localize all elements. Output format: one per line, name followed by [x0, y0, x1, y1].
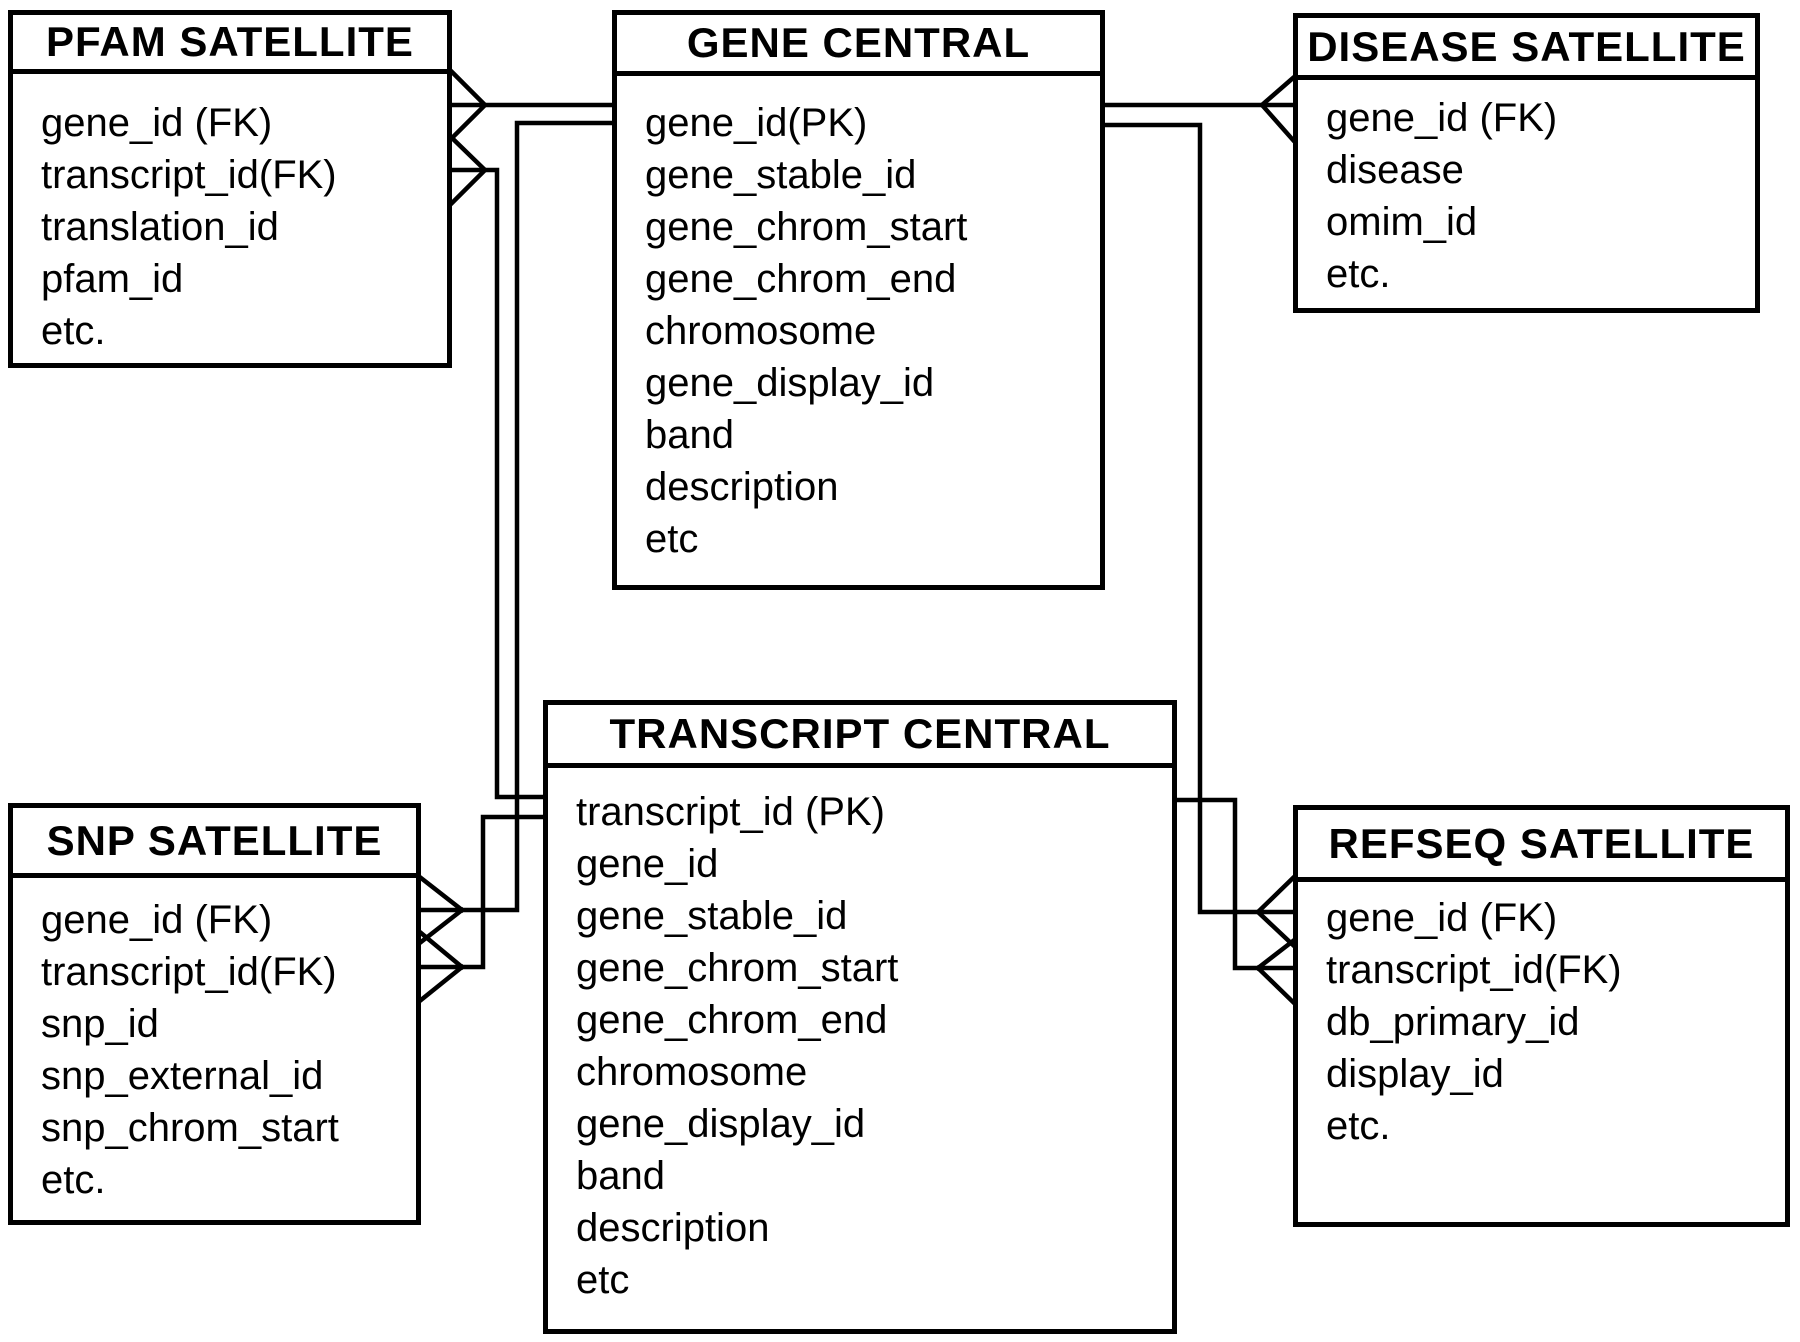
- entity-transcript-central: TRANSCRIPT CENTRAL transcript_id (PK) ge…: [543, 700, 1177, 1334]
- attribute-row: etc: [645, 517, 699, 561]
- crowfoot-many-refseq-gene: [1254, 874, 1297, 949]
- attribute-row: gene_stable_id: [645, 153, 917, 197]
- entity-title-gene: GENE CENTRAL: [617, 15, 1100, 76]
- attribute-row: etc: [576, 1258, 630, 1302]
- attribute-row: band: [576, 1154, 665, 1198]
- attribute-row: description: [645, 465, 839, 509]
- attribute-row: omim_id: [1326, 200, 1478, 244]
- attribute-row: transcript_id(FK): [41, 950, 337, 994]
- entity-attributes-gene: gene_id(PK) gene_stable_id gene_chrom_st…: [617, 76, 1100, 565]
- entity-attributes-snp: gene_id (FK) transcript_id(FK) snp_id sn…: [13, 878, 416, 1206]
- attribute-row: gene_id (FK): [41, 101, 273, 145]
- crowfoot-many-snp-gene: [417, 874, 466, 946]
- attribute-row: band: [645, 413, 734, 457]
- entity-pfam-satellite: PFAM SATELLITE gene_id (FK) transcript_i…: [8, 10, 452, 368]
- attribute-row: snp_external_id: [41, 1054, 324, 1098]
- entity-title-transcript: TRANSCRIPT CENTRAL: [548, 705, 1172, 768]
- connector-transcript-snp: [417, 814, 546, 1004]
- entity-gene-central: GENE CENTRAL gene_id(PK) gene_stable_id …: [612, 10, 1105, 590]
- attribute-row: snp_chrom_start: [41, 1106, 339, 1150]
- connector-gene-disease: [1102, 74, 1297, 144]
- entity-title-snp: SNP SATELLITE: [13, 808, 416, 878]
- attribute-row: description: [576, 1206, 770, 1250]
- attribute-row: etc.: [41, 1158, 106, 1202]
- attribute-row: translation_id: [41, 205, 279, 249]
- attribute-row: etc.: [1326, 1104, 1391, 1148]
- connector-transcript-pfam: [448, 134, 546, 800]
- attribute-row: gene_display_id: [576, 1102, 866, 1146]
- attribute-row: pfam_id: [41, 257, 184, 301]
- attribute-row: etc.: [41, 309, 106, 353]
- entity-snp-satellite: SNP SATELLITE gene_id (FK) transcript_id…: [8, 803, 421, 1225]
- attribute-row: gene_id (FK): [1326, 96, 1558, 140]
- crowfoot-many-refseq-transcript: [1254, 937, 1297, 1006]
- attribute-row: snp_id: [41, 1002, 159, 1046]
- attribute-row: db_primary_id: [1326, 1000, 1580, 1044]
- attribute-row: gene_chrom_end: [576, 998, 888, 1042]
- attribute-row: gene_chrom_start: [576, 946, 899, 990]
- crowfoot-many-snp-transcript: [417, 929, 466, 1004]
- attribute-row: transcript_id (PK): [576, 790, 885, 834]
- attribute-row: gene_chrom_end: [645, 257, 957, 301]
- crowfoot-many-pfam-transcript: [448, 134, 489, 207]
- entity-title-disease: DISEASE SATELLITE: [1298, 18, 1755, 80]
- attribute-row: gene_id (FK): [1326, 896, 1558, 940]
- connector-gene-pfam: [448, 68, 615, 142]
- crowfoot-many-pfam-gene: [448, 68, 489, 142]
- entity-title-refseq: REFSEQ SATELLITE: [1298, 810, 1785, 882]
- attribute-row: gene_chrom_start: [645, 205, 968, 249]
- entity-attributes-pfam: gene_id (FK) transcript_id(FK) translati…: [13, 74, 447, 357]
- attribute-row: transcript_id(FK): [1326, 948, 1622, 992]
- attribute-row: chromosome: [576, 1050, 808, 1094]
- attribute-row: disease: [1326, 148, 1464, 192]
- entity-attributes-disease: gene_id (FK) disease omim_id etc.: [1298, 80, 1755, 300]
- attribute-row: chromosome: [645, 309, 877, 353]
- attribute-row: gene_stable_id: [576, 894, 848, 938]
- attribute-row: gene_id(PK): [645, 101, 868, 145]
- entity-title-pfam: PFAM SATELLITE: [13, 15, 447, 74]
- crowfoot-many-disease-gene: [1258, 74, 1297, 144]
- entity-attributes-transcript: transcript_id (PK) gene_id gene_stable_i…: [548, 768, 1172, 1306]
- connector-transcript-refseq: [1174, 797, 1297, 1006]
- attribute-row: gene_display_id: [645, 361, 935, 405]
- entity-attributes-refseq: gene_id (FK) transcript_id(FK) db_primar…: [1298, 882, 1785, 1152]
- attribute-row: etc.: [1326, 252, 1391, 296]
- attribute-row: gene_id: [576, 842, 719, 886]
- attribute-row: gene_id (FK): [41, 898, 273, 942]
- entity-refseq-satellite: REFSEQ SATELLITE gene_id (FK) transcript…: [1293, 805, 1790, 1227]
- attribute-row: transcript_id(FK): [41, 153, 337, 197]
- attribute-row: display_id: [1326, 1052, 1504, 1096]
- entity-disease-satellite: DISEASE SATELLITE gene_id (FK) disease o…: [1293, 13, 1760, 313]
